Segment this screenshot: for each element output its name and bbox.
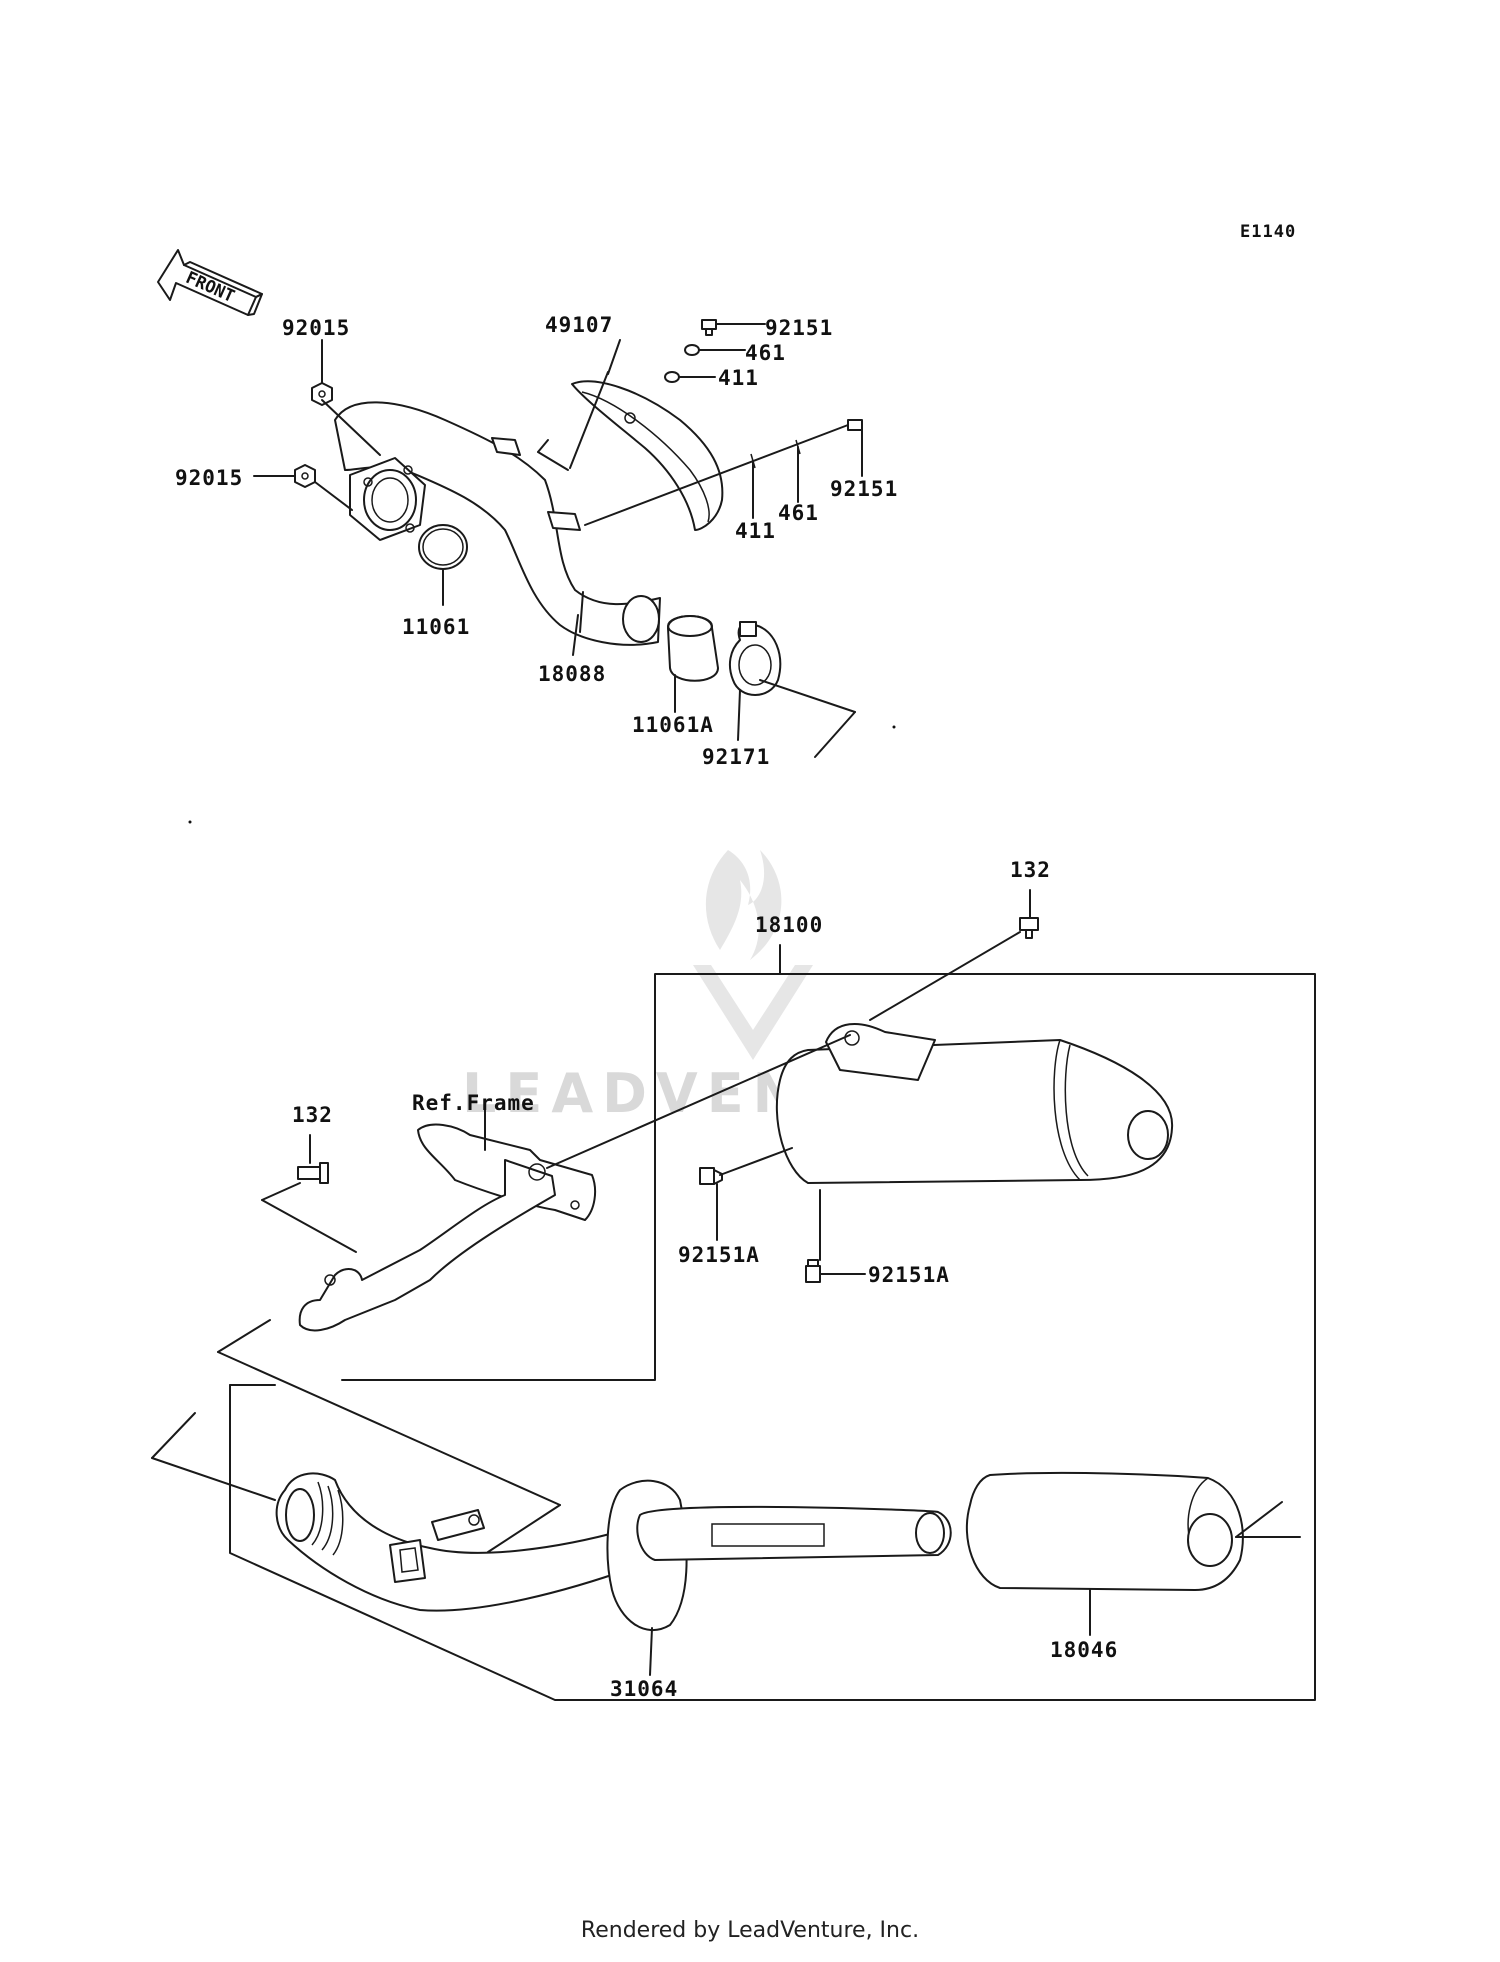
label-11061A: 11061A: [632, 713, 714, 737]
diagram-code: E1140: [1240, 222, 1296, 242]
label-92151A-left: 92151A: [678, 1243, 760, 1267]
watermark-logo: [693, 850, 813, 1060]
connecting-pipe: [275, 1472, 633, 1612]
label-ref-frame: Ref.Frame: [412, 1091, 535, 1115]
upper-labels: 92015 92015 11061 18088 11061A 92171 491…: [175, 313, 898, 769]
front-arrow-label: FRONT: [183, 268, 238, 307]
label-461-right: 461: [778, 501, 819, 525]
assembly-18100-outline: [229, 944, 1316, 1701]
label-461-top: 461: [745, 341, 786, 365]
bolt-132-right: [1019, 917, 1039, 939]
footer-credit: Rendered by LeadVenture, Inc.: [581, 1918, 919, 1943]
label-92151-top: 92151: [765, 316, 833, 340]
label-411-right: 411: [735, 519, 776, 543]
header-pipe: [334, 401, 661, 646]
lower-leader-lines: [151, 889, 1301, 1676]
label-132-left: 132: [292, 1103, 333, 1127]
label-11061: 11061: [402, 615, 470, 639]
label-132-right: 132: [1010, 858, 1051, 882]
label-92015-top: 92015: [282, 316, 350, 340]
label-18088: 18088: [538, 662, 606, 686]
washer-411-top: [664, 371, 680, 383]
bolt-92151-right: [847, 419, 863, 431]
clamp-92171: [728, 621, 782, 696]
label-49107: 49107: [545, 313, 613, 337]
front-arrow-icon: FRONT: [157, 249, 263, 316]
sleeve-11061A: [667, 615, 719, 682]
label-18046: 18046: [1050, 1638, 1118, 1662]
nut-92015-top: [311, 382, 333, 406]
bolt-92151A-bottom: [805, 1259, 821, 1283]
washer-461-top: [684, 344, 700, 356]
nut-92015-left: [294, 464, 316, 488]
label-92015-left: 92015: [175, 466, 243, 490]
bolt-92151A-left: [699, 1167, 723, 1185]
label-92151-right: 92151: [830, 477, 898, 501]
outer-shell-18046: [965, 1471, 1244, 1591]
bolt-92151-top: [701, 319, 717, 336]
ref-frame-bracket: [298, 1123, 597, 1332]
label-411-top: 411: [718, 366, 759, 390]
silencer-18100: [775, 1022, 1174, 1184]
label-18100: 18100: [755, 913, 823, 937]
label-92151A-bottom: 92151A: [868, 1263, 950, 1287]
upper-leader-lines: [253, 323, 863, 758]
inner-core-31064: [606, 1479, 952, 1631]
stray-dot: [188, 820, 192, 824]
label-31064: 31064: [610, 1677, 678, 1701]
label-92171: 92171: [702, 745, 770, 769]
bolt-132-left: [297, 1162, 329, 1184]
lower-labels: 132 18100 132 Ref.Frame 92151A 92151A 31…: [292, 858, 1118, 1701]
stray-dot: [892, 725, 896, 729]
gasket-11061: [418, 524, 468, 570]
heat-guard-49107: [571, 380, 724, 531]
